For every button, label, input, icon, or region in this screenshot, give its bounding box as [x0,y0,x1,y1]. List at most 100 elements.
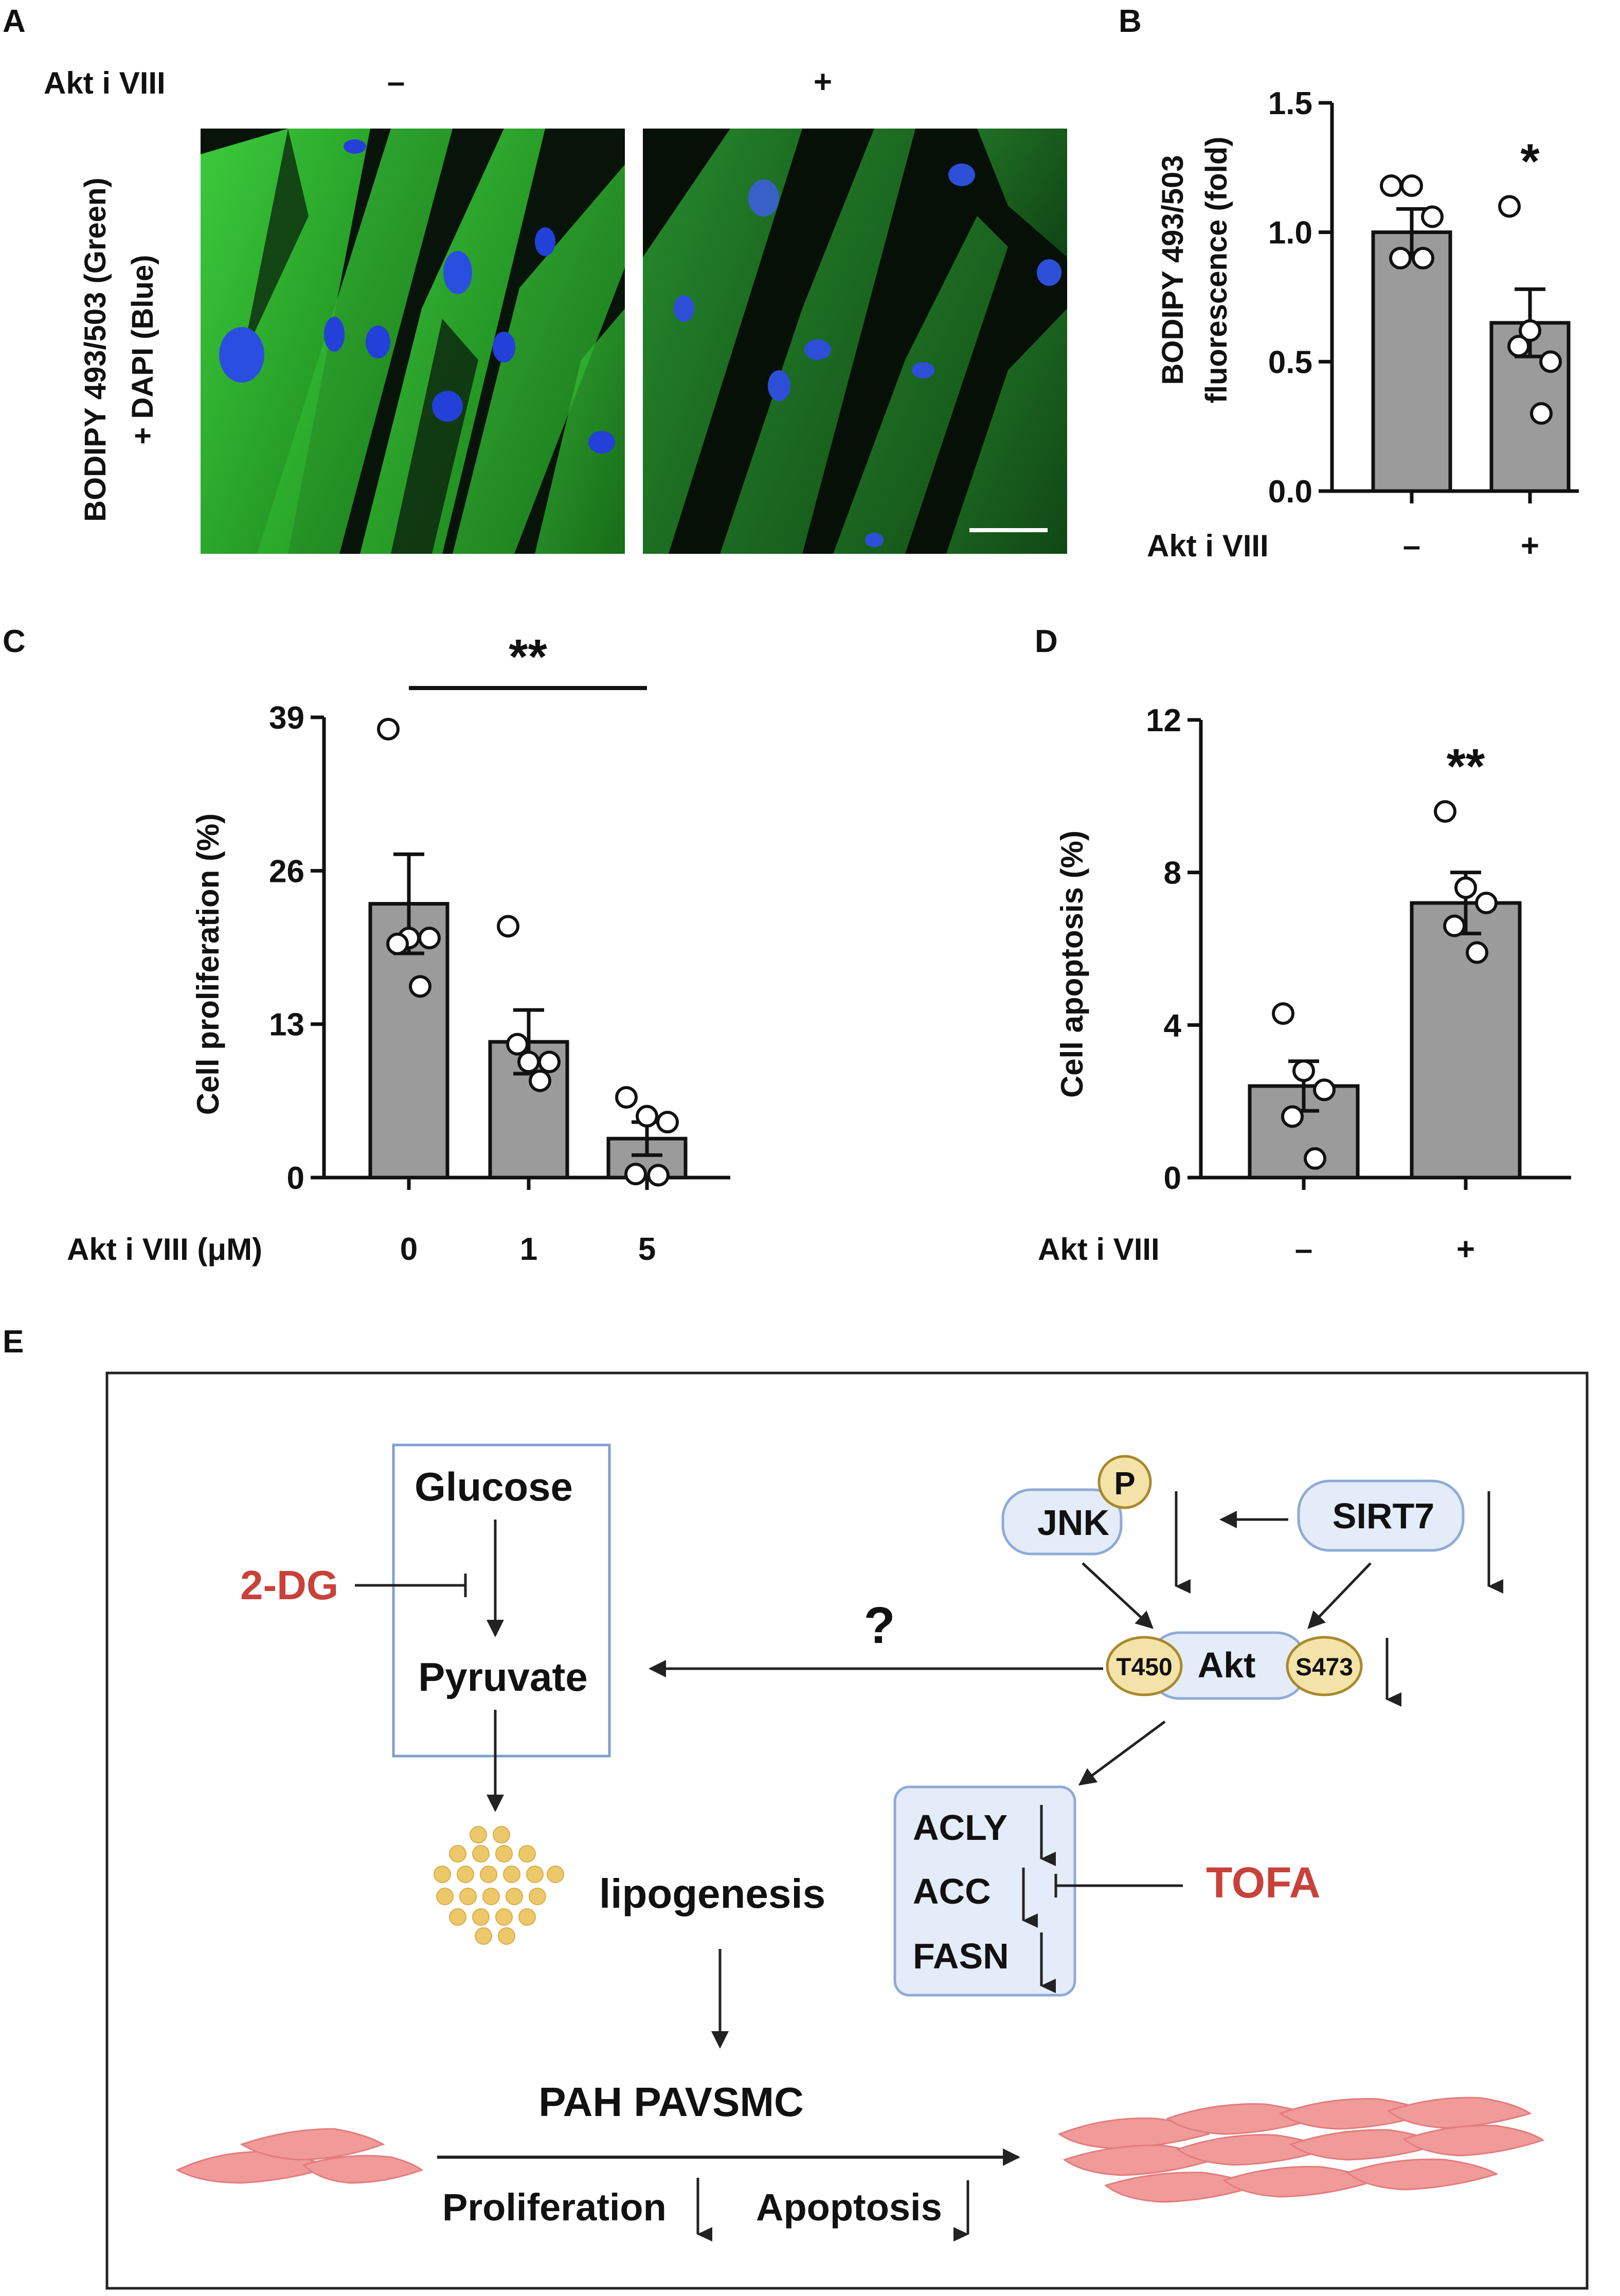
data-point [1412,247,1434,269]
unknown-link-label: ? [863,1597,895,1654]
chart-b: 0.00.51.01.5–+* [1268,86,1579,564]
pyruvate-label: Pyruvate [418,1654,588,1700]
panel-d-xlabel: Akt i VIII [1038,1232,1160,1267]
cells-sparse-icon [175,2128,424,2184]
minus-label: – [387,64,405,100]
data-point [1313,1078,1336,1101]
category-label: 5 [638,1232,656,1267]
phospho-label: P [1114,1466,1135,1502]
y-tick-label: 1.0 [1268,215,1312,251]
category-label: + [1521,528,1539,564]
schematic-frame [105,1371,1589,2290]
data-point [1292,1059,1315,1082]
y-tick-label: 4 [1164,1008,1182,1043]
y-tick-label: 1.5 [1268,86,1312,121]
data-point [1466,941,1488,964]
panel-letter-a: A [3,4,26,39]
data-point [377,717,400,740]
bar [1410,901,1522,1180]
data-point [1539,350,1562,373]
lipogenesis-label: lipogenesis [599,1871,825,1917]
acc-label: ACC [913,1871,991,1911]
jnk-label: JNK [1037,1503,1109,1543]
data-point [1421,205,1444,228]
panel-b-xlabel: Akt i VIII [1147,529,1269,563]
y-tick-label: 13 [269,1007,304,1043]
data-point [1519,319,1541,342]
panel-b-ylabel: BODIPY 493/503 [1156,155,1190,385]
acly-label: ACLY [913,1807,1007,1848]
data-point [615,1086,638,1109]
data-point [1443,914,1466,937]
sirt7-node [1297,1479,1465,1552]
enzymes-box [893,1785,1076,1997]
y-tick-label: 26 [269,854,304,889]
jnk-to-akt-arrow [1082,1562,1154,1629]
cells-dense-icon [1057,2096,1545,2203]
panel-a-ylabel: BODIPY 493/503 (Green) [79,177,112,521]
panel-b-ylabel-2: fluorescence (fold) [1200,137,1233,404]
proliferation-label: Proliferation [442,2186,667,2229]
akt-to-enzymes-arrow [1078,1720,1166,1786]
apoptosis-label: Apoptosis [756,2186,942,2229]
t450-label: T450 [1116,1654,1172,1681]
micrograph-control [201,129,625,554]
panel-c-ylabel: Cell proliferation (%) [191,813,225,1115]
data-point [418,927,441,950]
sirt7-label: SIRT7 [1333,1496,1434,1536]
inhibitor-2dg-label: 2-DG [240,1562,338,1608]
panel-letter-d: D [1035,624,1058,659]
data-point [497,915,519,938]
data-point [656,1111,679,1134]
micrograph-akt-inhibitor [643,129,1067,554]
significance-label: ** [1447,739,1485,794]
data-point [1389,247,1412,269]
data-point [529,1069,551,1092]
akt-label: Akt [1198,1645,1256,1685]
data-point [1498,195,1521,218]
y-tick-label: 0.5 [1268,345,1312,380]
panel-c-xlabel: Akt i VIII (μM) [67,1232,262,1267]
data-point [1530,402,1553,425]
panel-letter-b: B [1119,4,1142,39]
glycolysis-box [392,1443,611,1758]
s473-marker [1286,1636,1363,1696]
phospho-marker [1097,1455,1152,1509]
panel-letter-c: C [3,624,26,659]
y-tick-label: 0.0 [1268,474,1312,510]
category-label: – [1403,528,1420,564]
panel-d: D Cell apoptosis (%) Akt i VIII 04812–+*… [1035,624,1571,1267]
data-point [624,1163,647,1186]
fasn-label: FASN [913,1936,1009,1976]
inhibitor-tofa-label: TOFA [1206,1858,1320,1907]
s473-label: S473 [1295,1654,1353,1681]
data-point [1304,1147,1326,1170]
category-label: 1 [520,1232,537,1267]
data-point [1507,335,1530,358]
panel-b: B BODIPY 493/503 fluorescence (fold) Akt… [1119,4,1579,564]
treatment-label: Akt i VIII [44,66,166,100]
data-point [538,1051,561,1074]
chart-c: 0 13 26 39 0 1 5 ** [269,629,730,1267]
sirt7-to-akt-arrow [1307,1562,1372,1629]
panel-letter-e: E [3,1324,24,1360]
data-point [506,1033,529,1056]
data-point [1272,1002,1294,1025]
y-tick-label: 0 [287,1161,304,1196]
y-tick-label: 39 [269,700,304,736]
data-point [409,975,431,998]
data-point [1281,1105,1304,1128]
panel-d-ylabel: Cell apoptosis (%) [1055,830,1089,1098]
significance-label: ** [509,629,547,684]
jnk-node [1001,1488,1123,1556]
panel-e: E Glucose Pyruvate 2-DG JNK P SIRT7 Akt … [3,1324,1589,2290]
plus-label: + [814,64,832,100]
category-label: 0 [400,1232,418,1267]
t450-marker [1106,1636,1183,1696]
lipid-droplets-icon [434,1826,564,1945]
scale-bar [969,528,1048,532]
y-tick-label: 12 [1146,703,1181,738]
data-point [517,1051,540,1074]
data-point [1434,800,1456,823]
